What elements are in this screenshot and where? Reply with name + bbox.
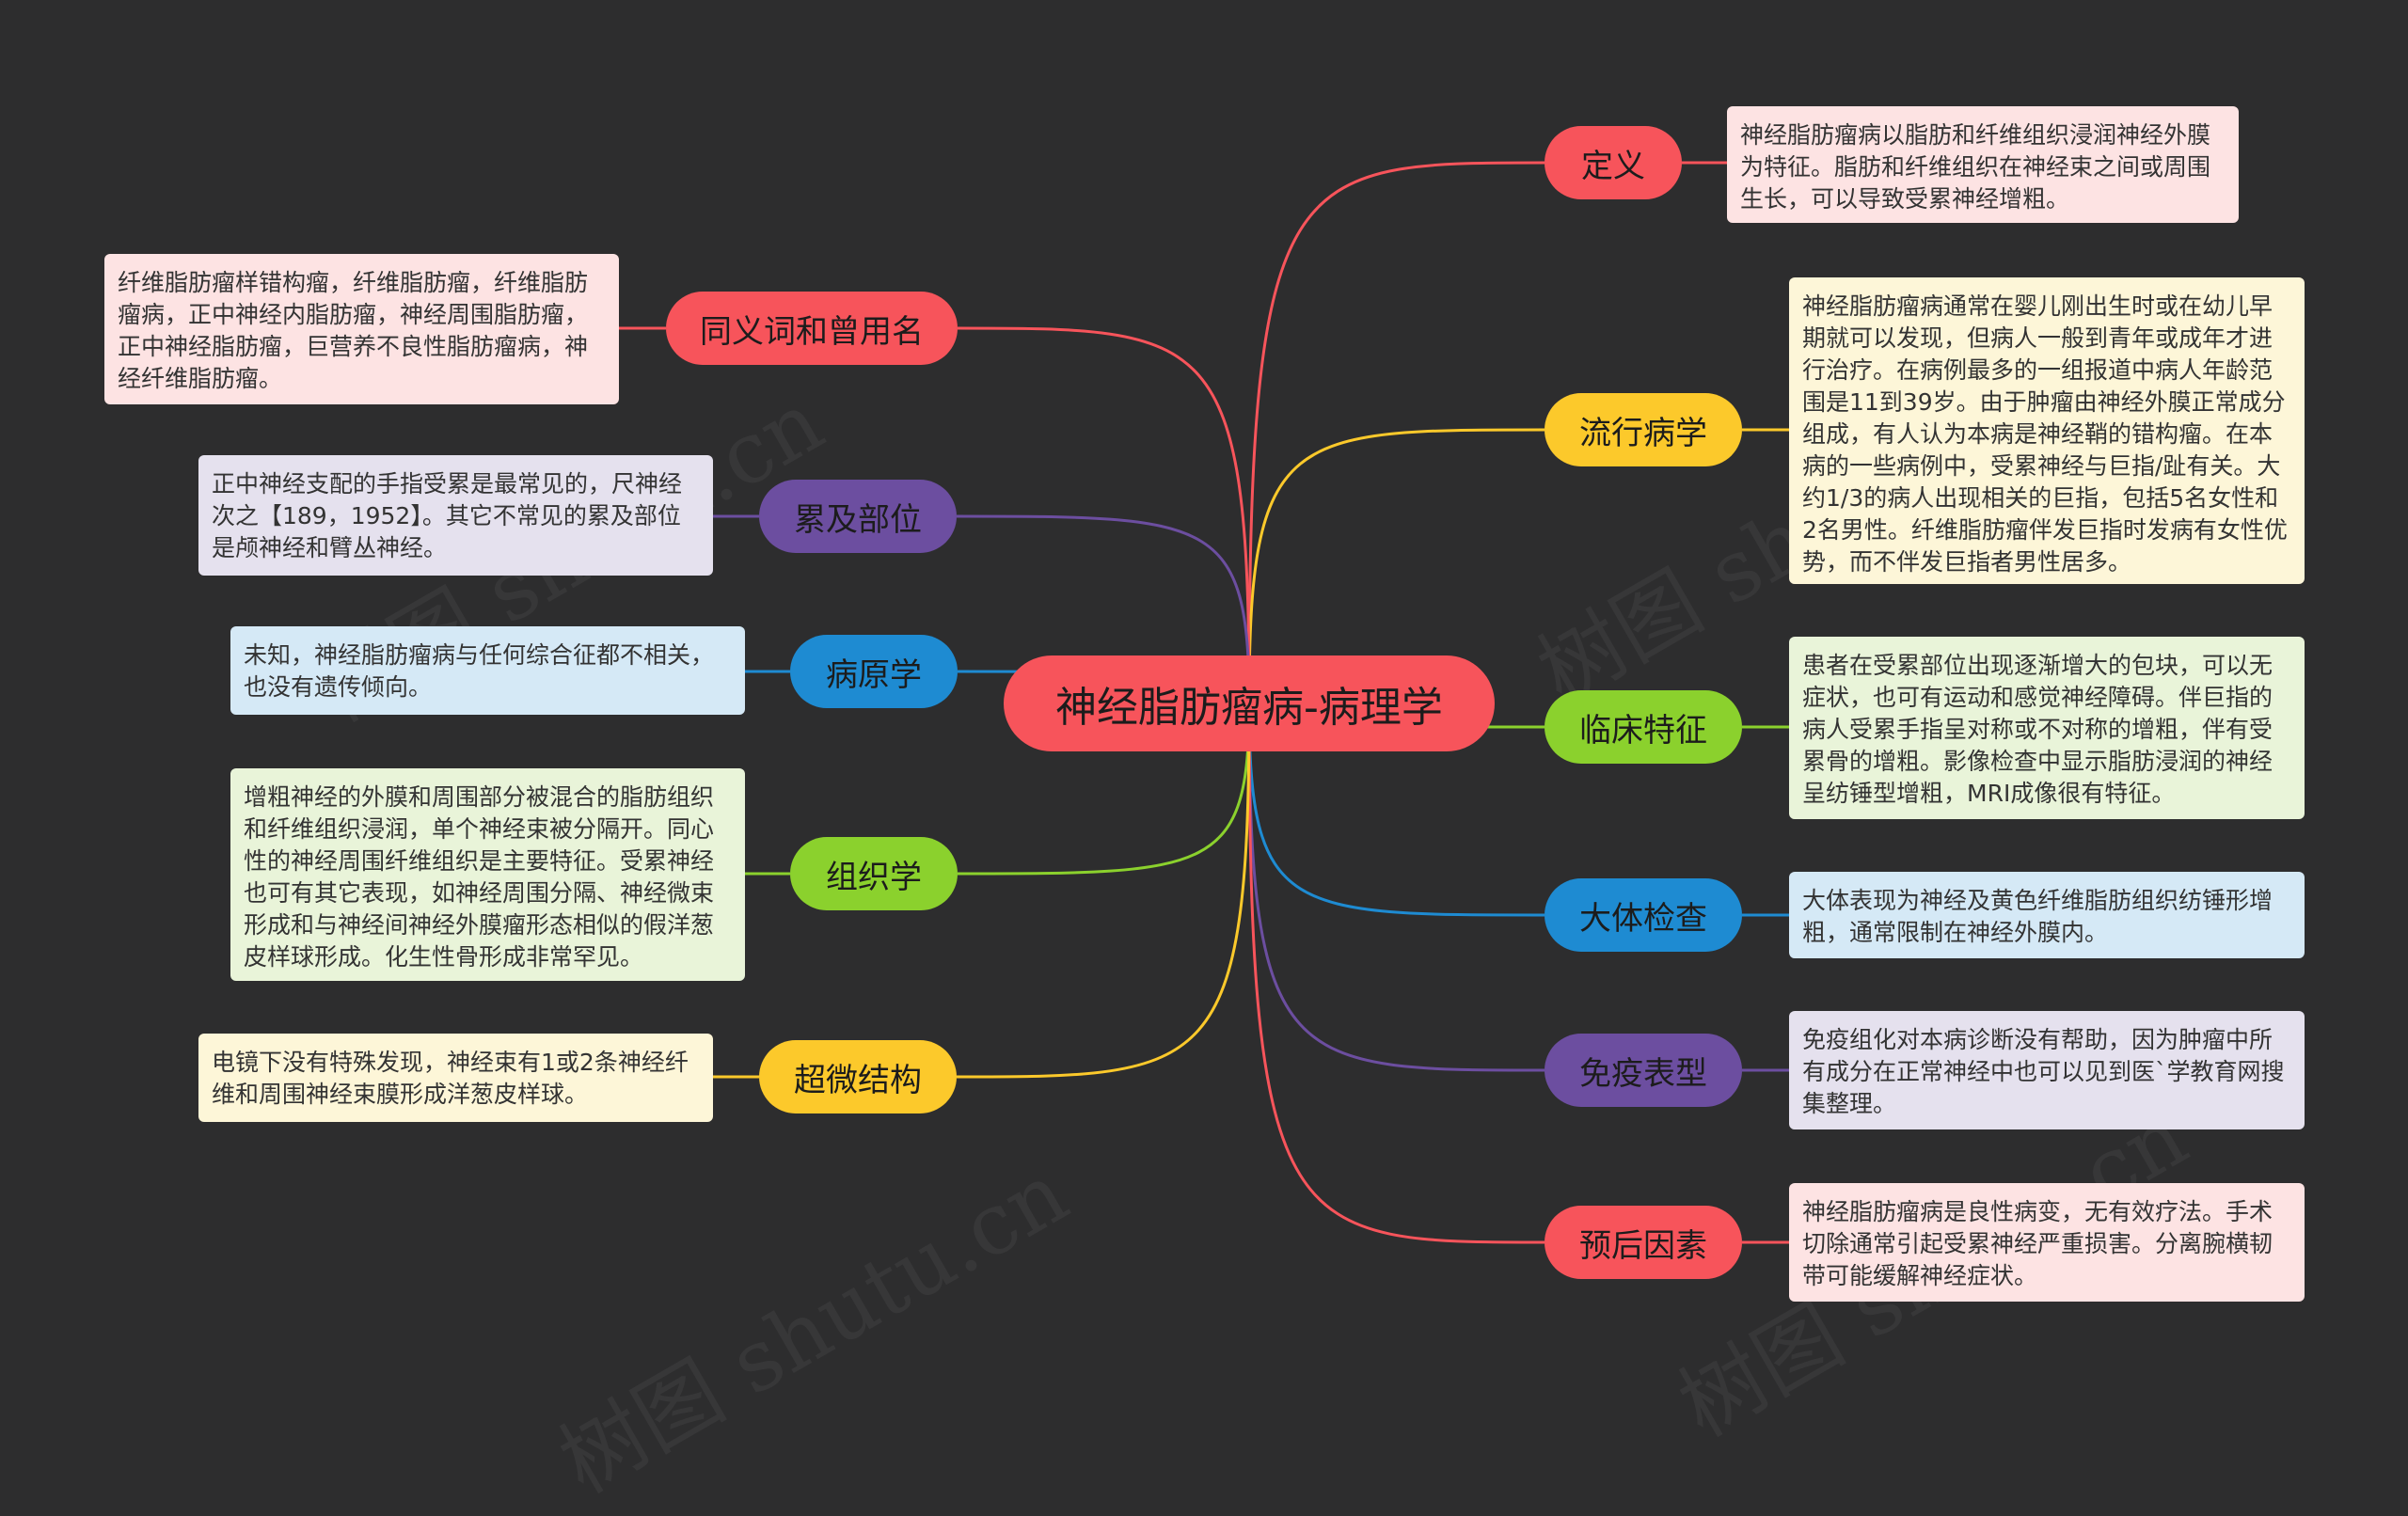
edge-synonyms [957, 326, 1251, 704]
topic-prognosis[interactable]: 预后因素 [1545, 1206, 1742, 1279]
root-topic[interactable]: 神经脂肪瘤病-病理学 [1004, 655, 1495, 751]
edge-definition [1247, 161, 1545, 704]
topic-sites[interactable]: 累及部位 [759, 480, 957, 553]
leaf-epidemiology: 神经脂肪瘤病通常在婴儿刚出生时或在幼儿早期就可以发现，但病人一般到青年或成年才进… [1789, 277, 2305, 584]
leaf-clinical: 患者在受累部位出现逐渐增大的包块，可以无症状，也可有运动和感觉神经障碍。伴巨指的… [1789, 637, 2305, 819]
edge-histology [957, 703, 1251, 876]
leaf-histology: 增粗神经的外膜和周围部分被混合的脂肪组织和纤维组织浸润，单个神经束被分隔开。同心… [230, 768, 745, 981]
edge-gross [1247, 703, 1545, 917]
topic-histology[interactable]: 组织学 [790, 837, 958, 910]
topic-ultrastructure[interactable]: 超微结构 [759, 1040, 957, 1113]
connector-lines [619, 161, 1789, 1244]
edge-prognosis [1247, 703, 1545, 1244]
topic-epidemiology[interactable]: 流行病学 [1545, 393, 1742, 466]
edge-immuno [1247, 703, 1545, 1072]
edge-epidemiology [1247, 428, 1545, 704]
leaf-sites: 正中神经支配的手指受累是最常见的，尺神经次之【189，1952】。其它不常见的累… [198, 455, 713, 576]
leaf-ultrastructure: 电镜下没有特殊发现，神经束有1或2条神经纤维和周围神经束膜形成洋葱皮样球。 [198, 1034, 713, 1122]
edge-ultrastructure [956, 703, 1251, 1079]
mind-map-canvas: 树图 shutu.cn 树图 shutu.cn 树图 shutu.cn 树图 s… [104, 106, 2305, 1512]
leaf-immuno: 免疫组化对本病诊断没有帮助，因为肿瘤中所有成分在正常神经中也可以见到医`学教育网… [1789, 1011, 2305, 1129]
leaf-definition: 神经脂肪瘤病以脂肪和纤维组织浸润神经外膜为特征。脂肪和纤维组织在神经束之间或周围… [1727, 106, 2239, 223]
leaf-etiology: 未知，神经脂肪瘤病与任何综合征都不相关，也没有遗传倾向。 [230, 626, 745, 715]
topic-etiology[interactable]: 病原学 [790, 635, 958, 708]
topic-clinical[interactable]: 临床特征 [1545, 690, 1742, 764]
edge-sites [956, 514, 1251, 704]
leaf-synonyms: 纤维脂肪瘤样错构瘤，纤维脂肪瘤，纤维脂肪瘤病，正中神经内脂肪瘤，神经周围脂肪瘤，… [104, 254, 619, 404]
topic-definition[interactable]: 定义 [1545, 126, 1682, 199]
topic-immuno[interactable]: 免疫表型 [1545, 1034, 1742, 1107]
leaf-gross: 大体表现为神经及黄色纤维脂肪组织纺锤形增粗，通常限制在神经外膜内。 [1789, 872, 2305, 958]
leaf-prognosis: 神经脂肪瘤病是良性病变，无有效疗法。手术切除通常引起受累神经严重损害。分离腕横韧… [1789, 1183, 2305, 1302]
topic-gross[interactable]: 大体检查 [1545, 878, 1742, 952]
topic-synonyms[interactable]: 同义词和曾用名 [666, 292, 958, 365]
